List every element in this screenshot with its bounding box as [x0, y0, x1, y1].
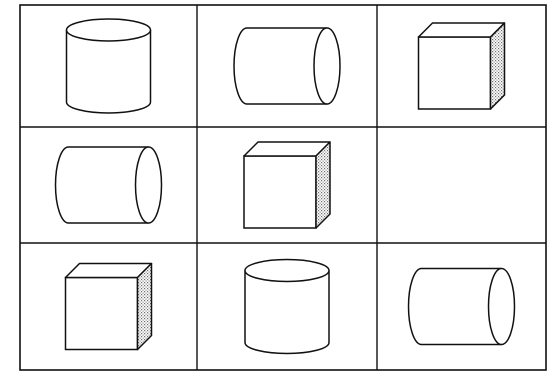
cylinder-end-ellipse — [489, 269, 515, 345]
cylinder-body — [245, 271, 329, 354]
cylinder-top-ellipse — [245, 260, 329, 282]
cube-front-face — [419, 37, 491, 109]
cylinder-body — [56, 147, 149, 223]
cylinder-end-ellipse — [136, 147, 162, 223]
cube-shaded-side-face — [491, 23, 505, 109]
cell-r2-c1-cylinder-sideways — [56, 147, 162, 223]
cell-r1-c3-cube — [419, 23, 505, 109]
cell-r1-c1-cylinder-upright — [67, 19, 151, 113]
cylinder-body — [409, 269, 502, 345]
cell-r1-c2-cylinder-sideways — [234, 28, 340, 104]
cylinder-body — [234, 28, 327, 104]
cell-r2-c2-cube — [244, 142, 330, 228]
cell-r3-c3-cylinder-sideways — [409, 269, 515, 345]
cell-r3-c2-cylinder-upright — [245, 260, 329, 354]
cube-shaded-side-face — [138, 264, 152, 350]
cylinder-end-ellipse — [314, 28, 340, 104]
cube-front-face — [244, 156, 316, 228]
grid-cells — [56, 19, 515, 354]
cube-front-face — [66, 278, 138, 350]
cylinder-top-ellipse — [67, 19, 151, 41]
cell-r3-c1-cube — [66, 264, 152, 350]
cylinder-body — [67, 30, 151, 113]
cube-shaded-side-face — [316, 142, 330, 228]
